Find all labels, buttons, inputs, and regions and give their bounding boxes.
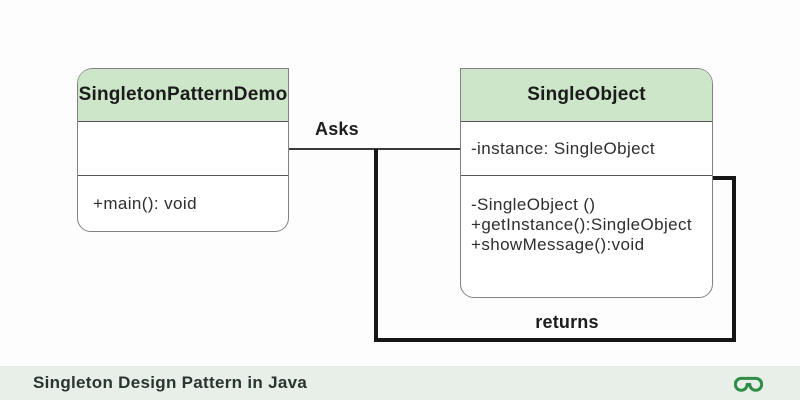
geeksforgeeks-logo-icon bbox=[734, 376, 763, 392]
class-name-heading: SingleObject bbox=[461, 69, 712, 122]
class-attributes-section: -instance: SingleObject bbox=[461, 122, 712, 176]
returns-connector-left-segment bbox=[374, 149, 378, 342]
footer-bar: Singleton Design Pattern in Java bbox=[0, 366, 800, 400]
class-name-heading: SingletonPatternDemo bbox=[78, 69, 288, 122]
returns-connector-right-segment bbox=[732, 176, 736, 342]
method-show-message: +showMessage():void bbox=[471, 235, 645, 254]
method-main: +main(): void bbox=[93, 193, 197, 213]
asks-edge-label: Asks bbox=[315, 119, 359, 139]
footer-caption: Singleton Design Pattern in Java bbox=[33, 373, 308, 392]
returns-edge-label: returns bbox=[535, 312, 599, 332]
method-get-instance: +getInstance():SingleObject bbox=[471, 215, 693, 234]
class-methods-section: -SingleObject () +getInstance():SingleOb… bbox=[461, 176, 712, 297]
method-constructor: -SingleObject () bbox=[471, 195, 596, 214]
class-box-singleton-pattern-demo: SingletonPatternDemo +main(): void bbox=[77, 68, 289, 232]
returns-connector-bottom-segment bbox=[374, 338, 736, 342]
class-methods-section: +main(): void bbox=[78, 176, 288, 231]
class-box-single-object: SingleObject -instance: SingleObject -Si… bbox=[460, 68, 713, 298]
attribute-instance: -instance: SingleObject bbox=[471, 138, 656, 158]
returns-connector-top-segment bbox=[713, 176, 736, 180]
class-attributes-section bbox=[78, 122, 288, 176]
